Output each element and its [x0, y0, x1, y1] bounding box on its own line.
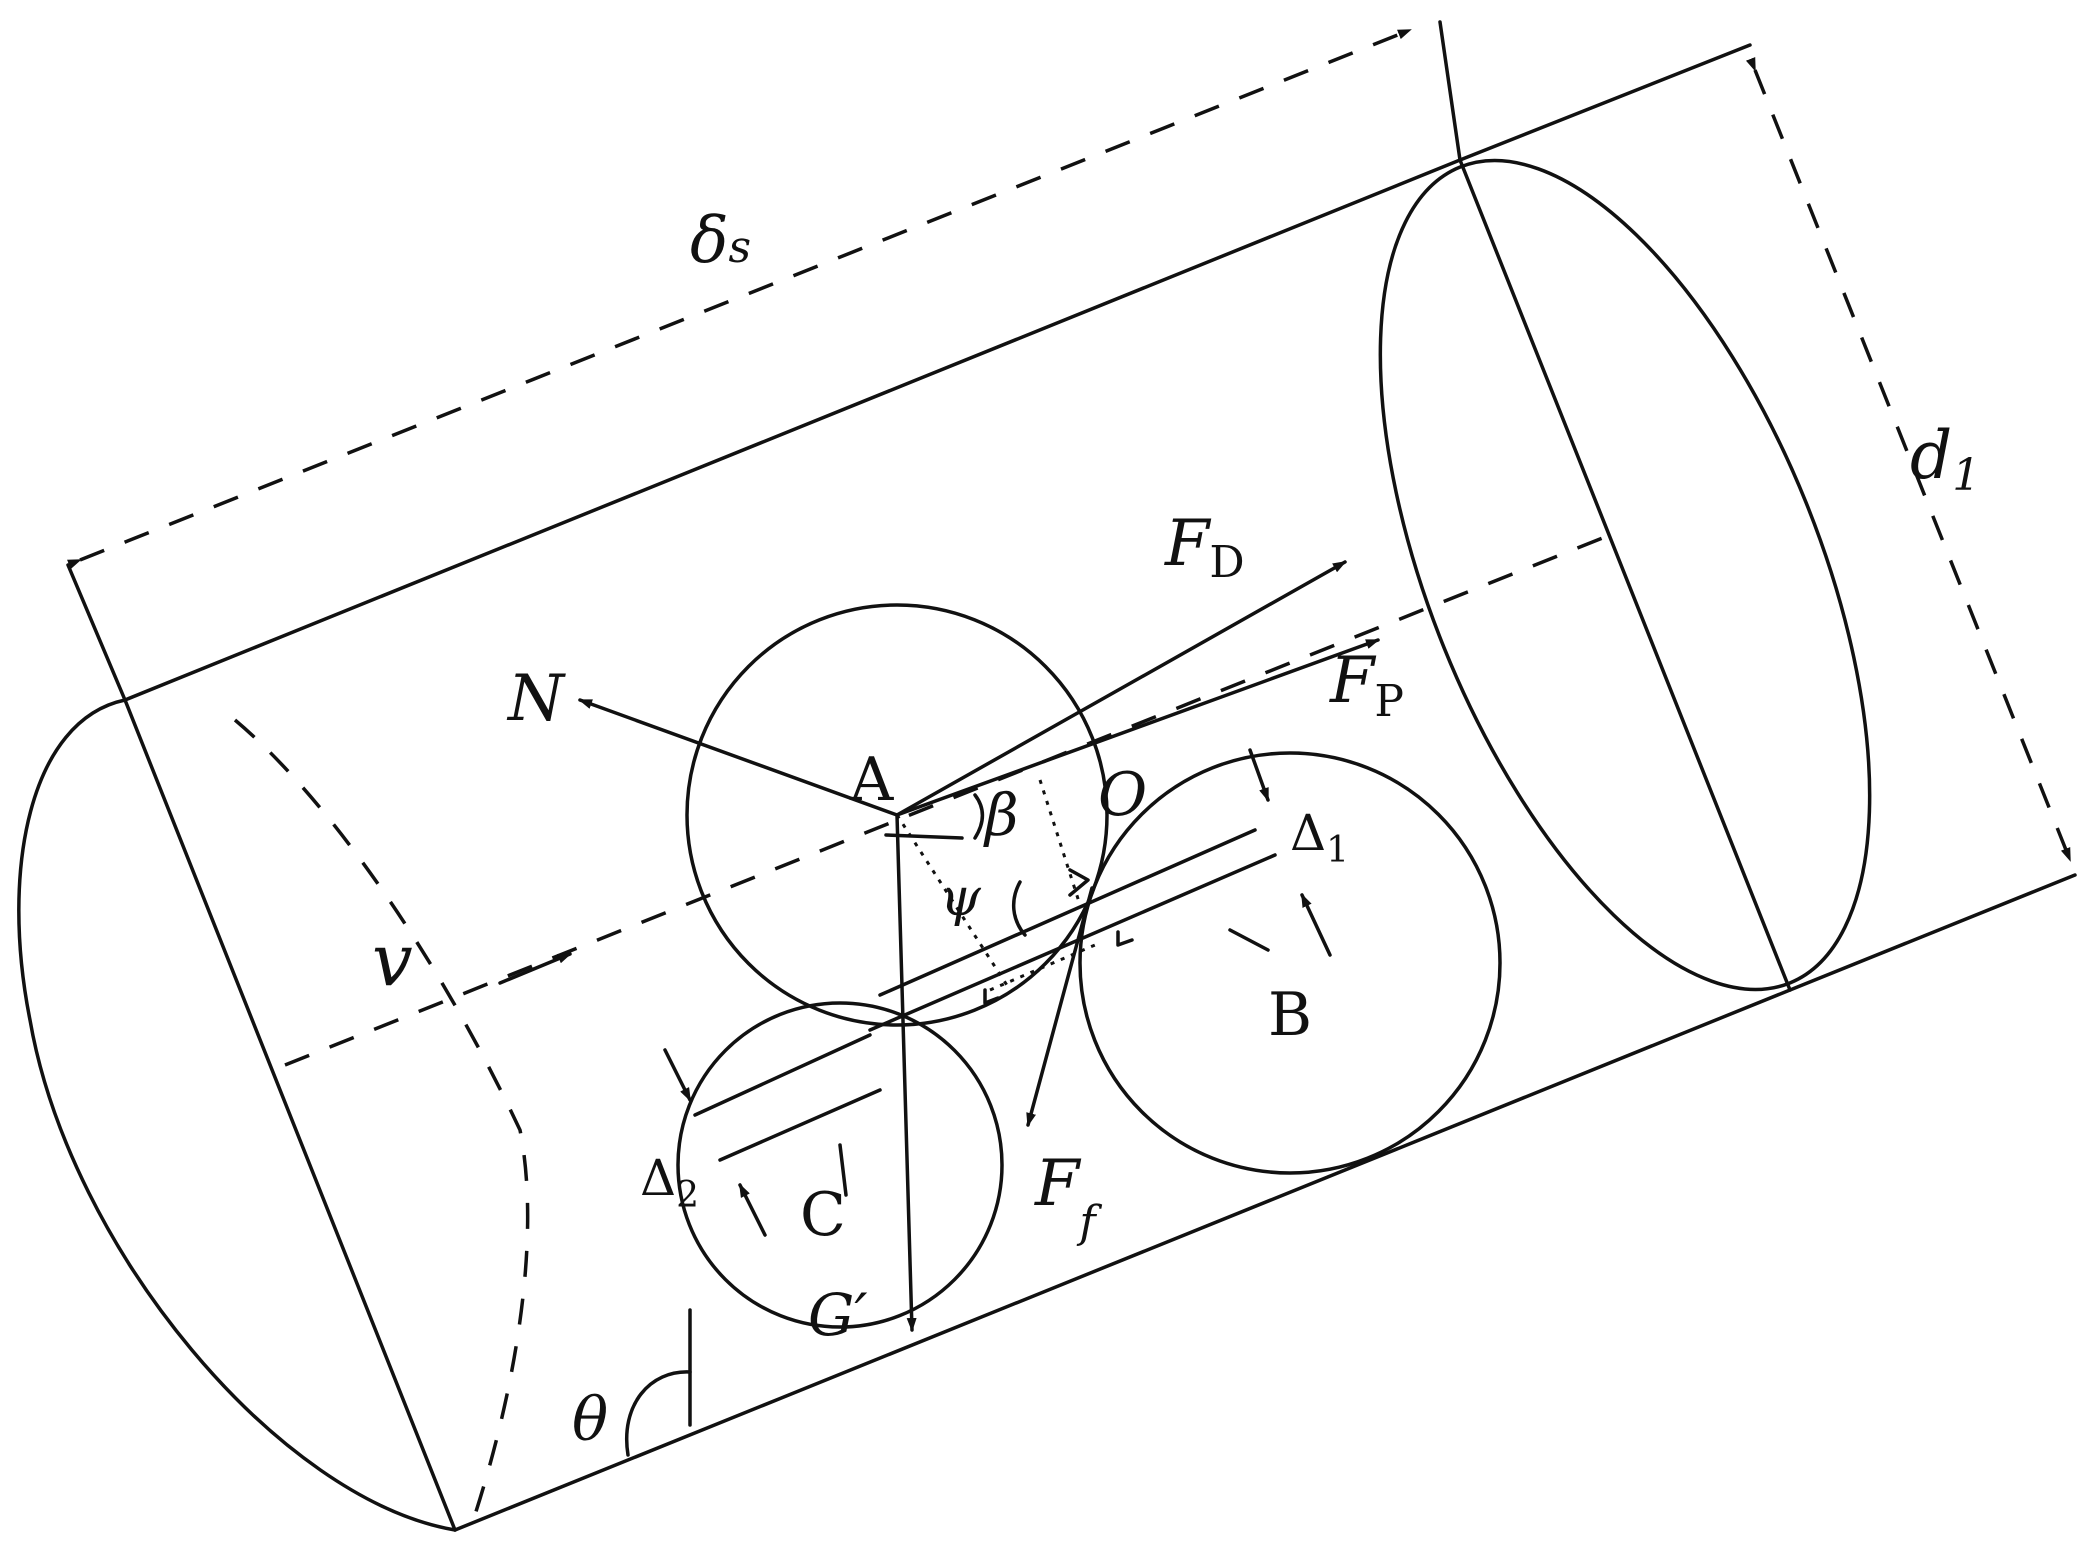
theta-label: θ [572, 1385, 608, 1455]
force-fd-arrow[interactable] [895, 560, 1347, 817]
right-angle-1 [983, 988, 1000, 1005]
cylinder-axis [284, 533, 1611, 1067]
right-angle-2 [1116, 930, 1134, 947]
delta-s-label: δs [690, 204, 751, 278]
particle-b [1078, 751, 1502, 1175]
force-fp-arrow[interactable] [895, 638, 1380, 817]
delta1-arrow-bottom [1300, 893, 1332, 957]
d1-symbol: d [1910, 417, 1952, 494]
left-end-diameter [123, 698, 457, 1532]
beta-angle-arc [973, 793, 985, 840]
psi-label: ψ [940, 868, 982, 928]
delta1-symbol: Δ [1290, 804, 1326, 862]
length-dimension-line [67, 28, 1412, 570]
right-end-diameter [1458, 158, 1792, 992]
ff-label: Ff [1034, 1147, 1102, 1248]
dotted-a-to-o [895, 814, 1012, 991]
d1-extension-bottom [1788, 873, 2077, 992]
extension-line-left [66, 563, 127, 702]
left-end-cap-arc [17, 698, 457, 1532]
particle-c-tick [838, 1143, 848, 1197]
delta1-subscript: 1 [1326, 830, 1349, 871]
diameter-dimension: d1 [1458, 43, 2077, 992]
g-label: G′ [808, 1281, 868, 1349]
theta-arc [625, 1370, 692, 1457]
cylinder-top-edge [123, 158, 1462, 702]
d1-label: d1 [1910, 417, 1980, 501]
point-c-label: C [800, 1180, 846, 1250]
delta2-symbol: Δ [640, 1149, 676, 1207]
labels: FD FP N A O β ψ Δ1 B Δ2 C Ff G′ v θ [372, 507, 1404, 1455]
v-label: v [372, 918, 413, 1002]
point-b-label: B [1268, 980, 1312, 1050]
cylinder-bottom-edge [453, 988, 1792, 1532]
d1-extension-top [1458, 43, 1752, 162]
o-angle-mark [1068, 868, 1090, 897]
delta1-label: Δ1 [1290, 804, 1349, 871]
delta2-arrow-bottom [738, 1183, 767, 1237]
force-n-arrow[interactable] [578, 698, 899, 817]
psi-angle-arc [1012, 880, 1027, 937]
length-dimension: δs [66, 20, 1462, 702]
force-g-arrow[interactable] [895, 813, 917, 1332]
beta-label: β [983, 781, 1019, 849]
fd-label: FD [1164, 507, 1245, 588]
force-ff-arrow[interactable] [1026, 886, 1094, 1127]
extension-line-right [1438, 20, 1462, 162]
ff-subscript: f [1076, 1197, 1102, 1248]
gap-line-a [868, 853, 1277, 1032]
gap-marker-b [1228, 928, 1270, 952]
dotted-cross [989, 943, 1096, 992]
contact-geometry [693, 779, 1277, 1197]
fp-label: FP [1329, 644, 1404, 727]
delta1-arrow-top [1248, 748, 1270, 802]
left-end-hidden-arc [233, 718, 530, 1531]
delta-s-symbol: δ [690, 204, 729, 278]
inclination-angle [625, 1308, 692, 1457]
point-a-label: A [849, 745, 894, 815]
particle-a [685, 603, 1109, 1027]
dotted-o-to-b [1038, 779, 1082, 906]
force-vectors [498, 560, 1380, 1332]
gap-line-b [878, 828, 1257, 997]
point-o-label: O [1098, 760, 1147, 830]
gap-line-d [718, 1088, 882, 1162]
n-label: N [506, 662, 566, 736]
fd-subscript: D [1209, 537, 1244, 588]
fd-symbol: F [1164, 507, 1212, 581]
fp-subscript: P [1374, 676, 1404, 727]
particle-c [676, 1001, 1004, 1329]
particles [676, 603, 1502, 1329]
delta2-subscript: 2 [676, 1175, 699, 1216]
delta-s-subscript: s [729, 222, 752, 273]
gap-line-c [693, 1033, 872, 1117]
fp-symbol: F [1329, 644, 1377, 718]
d1-subscript: 1 [1952, 450, 1980, 501]
velocity-arrow[interactable] [498, 952, 572, 985]
delta2-arrow-top [663, 1048, 692, 1102]
delta2-label: Δ2 [640, 1149, 699, 1216]
ff-symbol: F [1034, 1147, 1082, 1221]
